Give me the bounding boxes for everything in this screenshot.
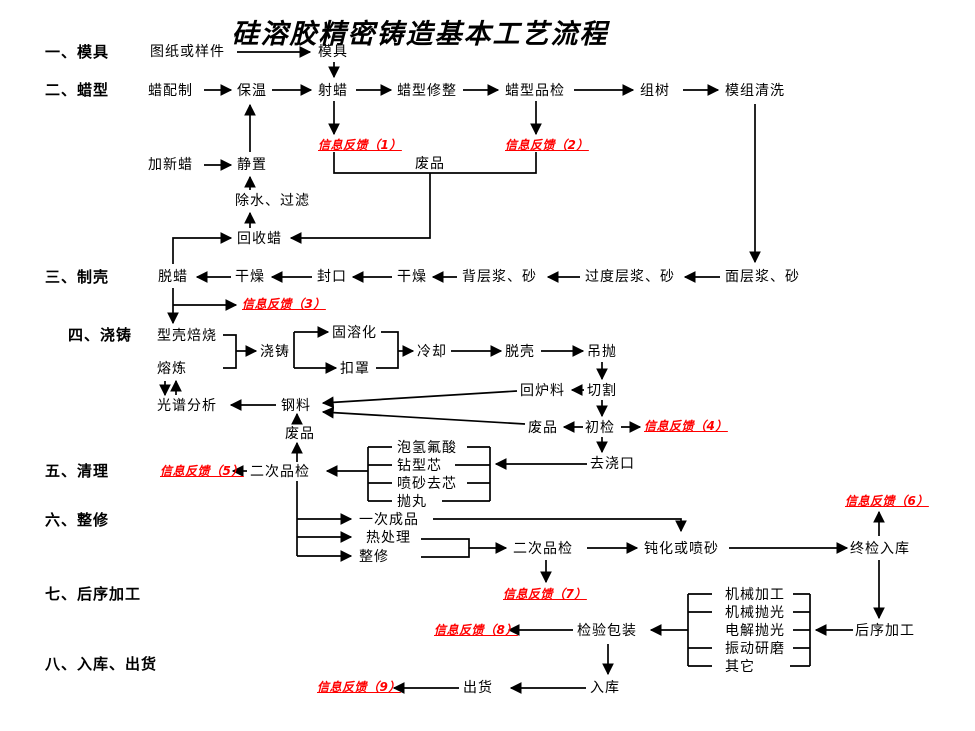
node-shipment: 出货 bbox=[463, 680, 493, 696]
node-passivation-sandblast: 钝化或喷砂 bbox=[644, 541, 719, 557]
node-heat-preserve: 保温 bbox=[237, 83, 267, 99]
node-electro-polish: 电解抛光 bbox=[725, 623, 785, 639]
section-label-wax: 二、蜡型 bbox=[45, 81, 110, 99]
node-vibration-grinding: 振动研磨 bbox=[725, 641, 785, 657]
feedback-label-3: 信息反馈（3） bbox=[242, 297, 326, 311]
section-label-mold: 一、模具 bbox=[45, 43, 110, 61]
node-dewater-filter: 除水、过滤 bbox=[235, 193, 310, 209]
node-sandblast-decoring: 喷砂去芯 bbox=[397, 476, 457, 492]
node-repair: 整修 bbox=[359, 549, 389, 565]
node-wax-trimming: 蜡型修整 bbox=[397, 83, 457, 99]
lines-post-section bbox=[392, 593, 853, 694]
node-machining: 机械加工 bbox=[725, 587, 785, 603]
feedback-label-8: 信息反馈（8） bbox=[434, 623, 518, 637]
node-melting: 熔炼 bbox=[157, 361, 187, 377]
node-first-finished: 一次成品 bbox=[359, 512, 419, 528]
lines-mold-wax-row bbox=[204, 46, 761, 264]
node-mold: 模具 bbox=[318, 44, 348, 60]
node-steel-material: 钢料 bbox=[281, 398, 311, 414]
feedback-label-7: 信息反馈（7） bbox=[503, 587, 587, 601]
node-hf-soak: 泡氢氟酸 bbox=[397, 440, 457, 456]
node-post-processing: 后序加工 bbox=[855, 623, 915, 639]
feedback-label-6: 信息反馈（6） bbox=[845, 494, 929, 508]
node-add-new-wax: 加新蜡 bbox=[148, 157, 193, 173]
node-core-drilling: 钻型芯 bbox=[397, 458, 442, 474]
node-face-slurry-sand: 面层浆、砂 bbox=[725, 269, 800, 285]
node-recycled-wax: 回收蜡 bbox=[237, 231, 282, 247]
lines-clean-section bbox=[231, 446, 587, 502]
node-heat-treatment: 热处理 bbox=[366, 530, 411, 546]
node-pouring: 浇铸 bbox=[260, 344, 290, 360]
node-transition-slurry-sand: 过度层浆、砂 bbox=[585, 269, 675, 285]
node-settling: 静置 bbox=[237, 157, 267, 173]
node-scrap-wax: 废品 bbox=[415, 156, 445, 172]
node-wax-injection: 射蜡 bbox=[318, 83, 348, 99]
lines-pour-section bbox=[159, 288, 642, 462]
feedback-label-1: 信息反馈（1） bbox=[318, 138, 402, 152]
node-wax-preparation: 蜡配制 bbox=[148, 83, 193, 99]
node-dewaxing: 脱蜡 bbox=[158, 269, 188, 285]
node-scrap-first-inspect: 废品 bbox=[528, 420, 558, 436]
node-solution-treatment: 固溶化 bbox=[332, 325, 377, 341]
lines-wax-recycle bbox=[172, 101, 542, 264]
node-second-inspection-2: 二次品检 bbox=[513, 541, 573, 557]
node-second-inspection-1: 二次品检 bbox=[250, 464, 310, 480]
section-label-shell: 三、制壳 bbox=[45, 268, 110, 286]
node-drying-1: 干燥 bbox=[235, 269, 265, 285]
node-inspect-packaging: 检验包装 bbox=[577, 623, 637, 639]
section-label-repair: 六、整修 bbox=[45, 511, 110, 529]
node-shot-blasting: 抛丸 bbox=[397, 494, 427, 510]
feedback-label-2: 信息反馈（2） bbox=[505, 138, 589, 152]
node-others: 其它 bbox=[725, 659, 755, 675]
node-drawing-or-sample: 图纸或样件 bbox=[150, 44, 225, 60]
node-remelt-material: 回炉料 bbox=[520, 383, 565, 399]
node-sealing: 封口 bbox=[317, 269, 347, 285]
node-spectral-analysis: 光谱分析 bbox=[157, 398, 217, 414]
node-cover: 扣罩 bbox=[340, 361, 370, 377]
node-tree-assembly: 组树 bbox=[640, 83, 670, 99]
node-shell-roasting: 型壳焙烧 bbox=[157, 328, 217, 344]
feedback-label-5: 信息反馈（5） bbox=[160, 464, 244, 478]
node-first-inspection: 初检 bbox=[585, 420, 615, 436]
section-label-clean: 五、清理 bbox=[45, 462, 110, 480]
node-warehouse-in: 入库 bbox=[590, 680, 620, 696]
feedback-label-9: 信息反馈（9） bbox=[317, 680, 401, 694]
page-title: 硅溶胶精密铸造基本工艺流程 bbox=[231, 19, 609, 50]
node-hanging-blast: 吊抛 bbox=[587, 344, 617, 360]
node-scrap-under-steel: 废品 bbox=[285, 426, 315, 442]
node-wax-inspection: 蜡型品检 bbox=[505, 83, 565, 99]
section-label-warehouse: 八、入库、出货 bbox=[45, 655, 158, 673]
section-label-post: 七、后序加工 bbox=[45, 585, 142, 603]
node-module-cleaning: 模组清洗 bbox=[725, 83, 785, 99]
node-cutting: 切割 bbox=[587, 383, 617, 399]
node-drying-2: 干燥 bbox=[397, 269, 427, 285]
node-final-inspect-store: 终检入库 bbox=[850, 541, 910, 557]
node-gate-removal: 去浇口 bbox=[590, 456, 635, 472]
node-cooling: 冷却 bbox=[417, 344, 447, 360]
feedback-label-4: 信息反馈（4） bbox=[644, 419, 728, 433]
section-label-pour: 四、浇铸 bbox=[68, 326, 133, 344]
lines-repair-section bbox=[296, 481, 885, 620]
node-mechanical-polish: 机械抛光 bbox=[725, 605, 785, 621]
node-shell-removal: 脱壳 bbox=[505, 344, 535, 360]
node-backup-slurry-sand: 背层浆、砂 bbox=[462, 269, 537, 285]
